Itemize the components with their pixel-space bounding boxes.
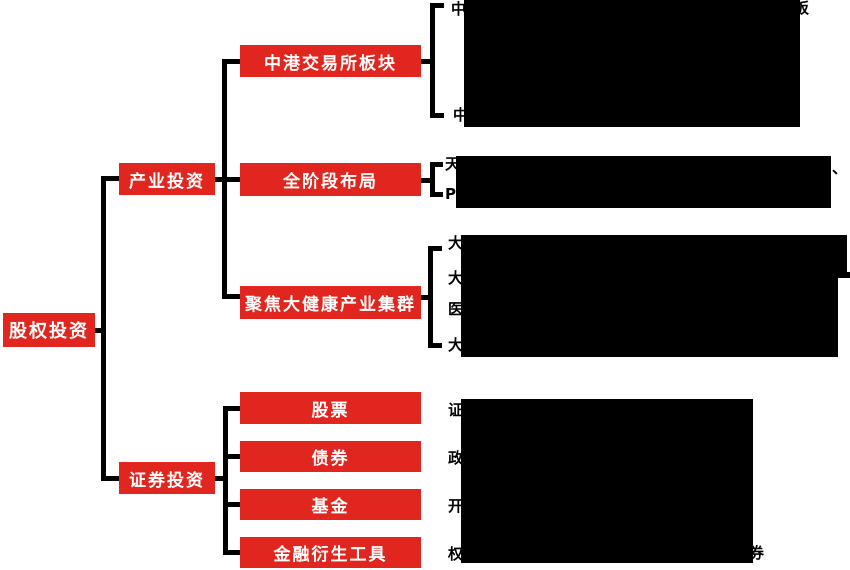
allstage-line1-suffix-text: 、 (832, 159, 848, 177)
branch-node-securities-investment: 证券投资 (119, 462, 215, 494)
node-label: 股票 (311, 400, 350, 421)
connector-industry-right-stub (215, 177, 240, 182)
connector-hk-stub (227, 59, 240, 64)
connector-hk-bracket-stub (421, 59, 430, 64)
health-line2-prefix-text: 大 (448, 269, 464, 287)
connector-health-bracket-bottom-arm (433, 343, 442, 348)
node-label: 金融衍生工具 (273, 545, 388, 565)
allstage-line2-prefix-text: P (445, 185, 456, 203)
connector-allstage-bracket-bottom-arm (435, 192, 443, 197)
node-stocks: 股票 (240, 392, 421, 424)
redacted-text-block-hk (464, 0, 800, 127)
node-label: 全阶段布局 (283, 172, 378, 192)
branch-node-label: 产业投资 (129, 171, 205, 192)
branch-node-industry-investment: 产业投资 (119, 163, 215, 195)
connector-allstage-bracket-vertical (430, 162, 435, 197)
connector-stock-stub (228, 406, 240, 411)
node-hk-exchange-sector: 中港交易所板块 (240, 45, 421, 77)
connector-health-bracket-stub (421, 295, 428, 300)
redacted-text-block-allstage (456, 156, 831, 208)
node-label: 基金 (311, 497, 350, 517)
node-funds: 基金 (240, 489, 421, 520)
connector-fund-stub (228, 502, 240, 507)
node-label: 中港交易所板块 (264, 53, 397, 74)
root-node-equity-investment: 股权投资 (3, 313, 95, 347)
connector-allstage-bracket-top-arm (435, 162, 443, 167)
redacted-text-block-health-dash (838, 272, 850, 278)
node-bonds: 债券 (240, 441, 421, 472)
bond-line-prefix-text: 政 (448, 449, 464, 467)
connector-hk-bracket-bottom-arm (435, 113, 444, 118)
redacted-text-block-health-edge (838, 235, 847, 272)
branch-node-label: 证券投资 (129, 470, 205, 491)
connector-health-stub (227, 294, 240, 299)
redacted-text-block-securities (461, 399, 753, 563)
connector-deriv-stub (228, 550, 240, 555)
node-financial-derivatives: 金融衍生工具 (240, 537, 421, 568)
stock-line-prefix-text: 证 (448, 401, 464, 419)
connector-bond-stub (228, 454, 240, 459)
node-label: 聚焦大健康产业集群 (245, 295, 416, 315)
connector-hk-bracket-top-arm (435, 3, 444, 8)
connector-securities-stub (106, 476, 119, 481)
connector-health-bracket-vertical (428, 246, 433, 348)
node-full-stage-layout: 全阶段布局 (240, 163, 421, 196)
connector-securities-right-stub (215, 476, 223, 481)
root-node-label: 股权投资 (9, 321, 89, 342)
redacted-text-block-health (461, 235, 838, 357)
connector-securities-trunk (223, 406, 228, 555)
connector-root-stub (95, 328, 102, 333)
fund-line-prefix-text: 开 (448, 497, 464, 515)
hk-line1-prefix-text: 中 (451, 0, 467, 18)
node-health-industry-cluster: 聚焦大健康产业集群 (240, 286, 421, 319)
health-line4-prefix-text: 大 (448, 336, 464, 354)
connector-health-bracket-top-arm (433, 246, 442, 251)
connector-main-trunk (101, 176, 106, 481)
health-line3-prefix-text: 医 (448, 300, 464, 318)
deriv-line-prefix-text: 权 (448, 545, 464, 563)
node-label: 债券 (311, 449, 350, 469)
connector-hk-bracket-vertical (430, 3, 435, 118)
health-line1-prefix-text: 大 (448, 234, 464, 252)
connector-industry-stub (106, 176, 119, 181)
connector-industry-trunk (222, 59, 227, 299)
connector-allstage-bracket-stub (421, 178, 430, 183)
